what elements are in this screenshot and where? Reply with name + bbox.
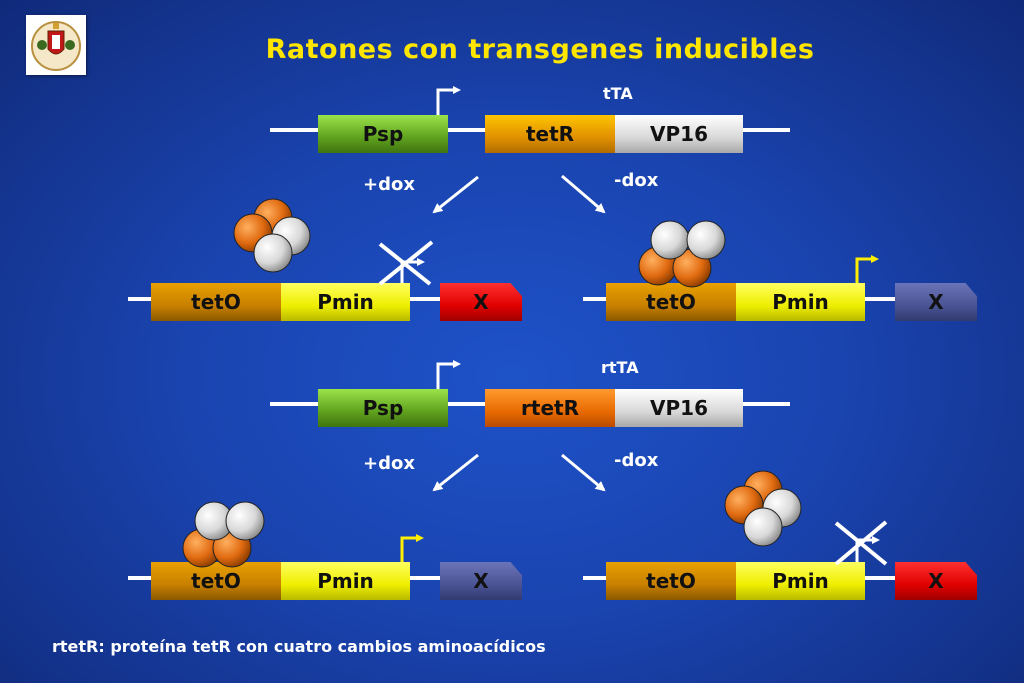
reporter-2-pmin: Pmin [736,283,865,321]
reporter-2-protein-complex [638,220,726,288]
top-tetr-segment: tetR [485,115,615,153]
bottom-psp-promoter: Psp [318,389,448,427]
reporter-3-gene-x-on: X [440,562,522,600]
reporter-4-gene-x-off: X [895,562,977,600]
reporter-4-protein-complex [724,470,802,547]
slide-title: Ratones con transgenes inducibles [265,34,815,65]
reporter-3-protein-complex [182,501,265,568]
top-minus-dox-label: -dox [614,170,659,191]
reporter-3-pmin: Pmin [281,562,410,600]
reporter-1-protein-complex [233,198,311,273]
reporter-4-teto: tetO [606,562,736,600]
bottom-minus-dox-label: -dox [614,450,659,471]
reporter-2-start-arrow-active [855,255,879,283]
reporter-1-start-arrow-blocked [378,240,434,286]
tta-label: tTA [603,84,633,103]
bottom-plus-dox-label: +dox [363,453,415,474]
reporter-1-gene-x-off: X [440,283,522,321]
bottom-plus-dox-arrow [432,453,479,492]
top-plus-dox-label: +dox [363,174,415,195]
footnote: rtetR: proteína tetR con cuatro cambios … [52,637,546,656]
top-plus-dox-arrow [432,175,479,214]
reporter-3-start-arrow-active [400,534,424,562]
reporter-4-pmin: Pmin [736,562,865,600]
reporter-3-teto: tetO [151,562,281,600]
bottom-vp16-segment: VP16 [615,389,743,427]
reporter-1-pmin: Pmin [281,283,410,321]
bottom-rtetr-segment: rtetR [485,389,615,427]
reporter-1-teto: tetO [151,283,281,321]
rtta-label: rtTA [601,358,639,377]
top-minus-dox-arrow [561,174,606,214]
reporter-2-gene-x-on: X [895,283,977,321]
reporter-4-start-arrow-blocked [834,520,888,566]
bottom-minus-dox-arrow [561,453,606,492]
coat-of-arms-logo [26,15,86,75]
top-psp-promoter: Psp [318,115,448,153]
top-vp16-segment: VP16 [615,115,743,153]
reporter-2-teto: tetO [606,283,736,321]
top-psp-start-arrow [436,86,461,115]
bottom-psp-start-arrow [436,360,461,389]
